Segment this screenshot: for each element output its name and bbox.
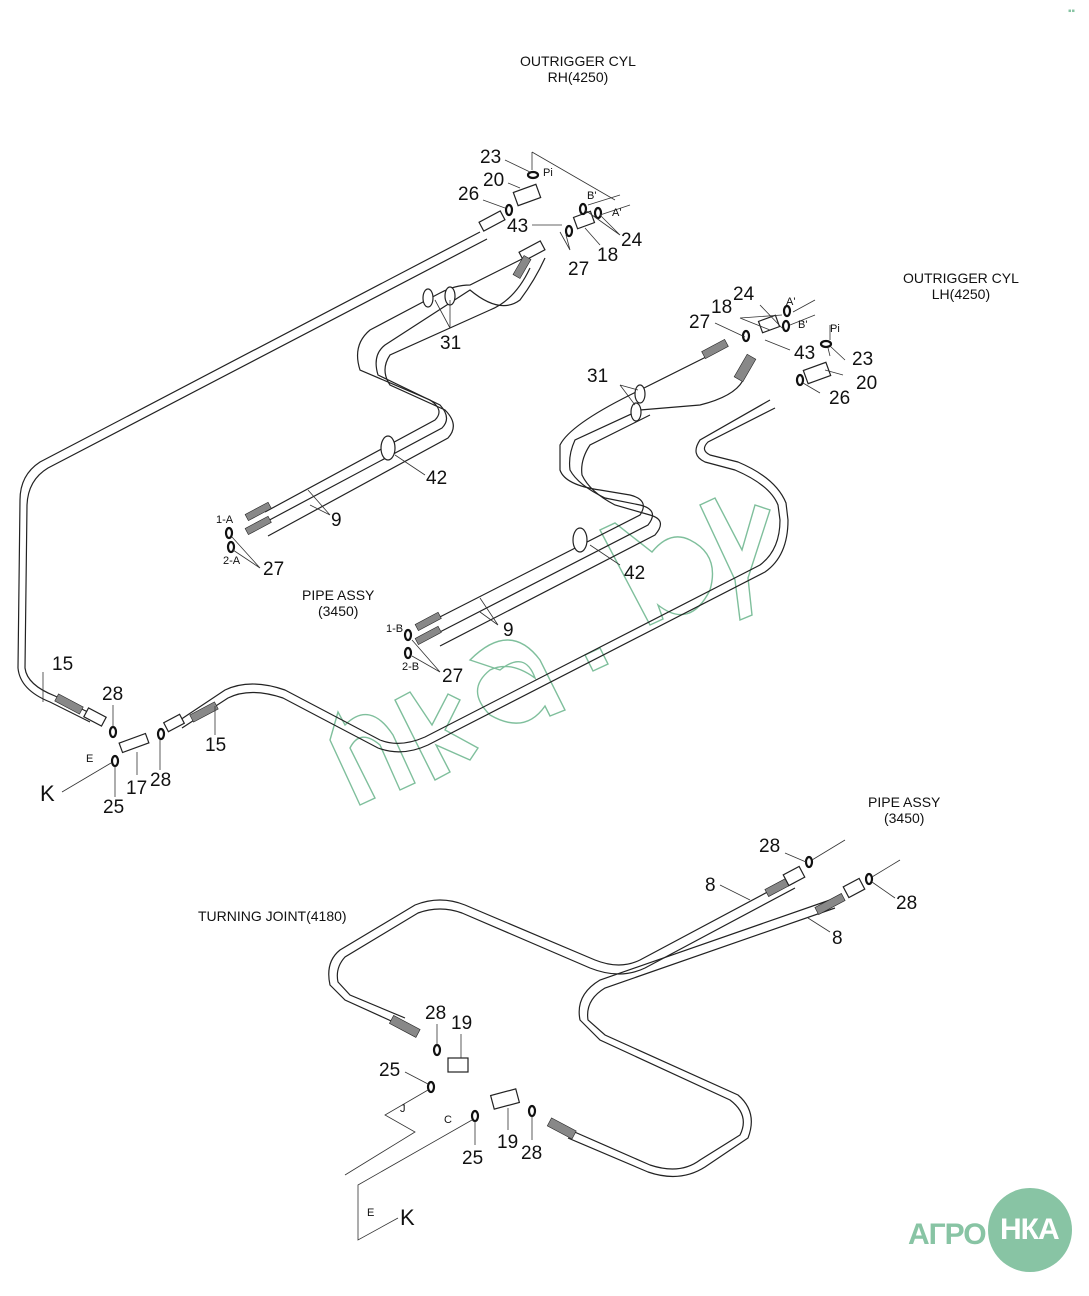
label-43: 43 xyxy=(794,343,816,364)
logo-circle: НКА xyxy=(988,1188,1072,1272)
pipe-rh-upper-3 xyxy=(267,267,531,537)
label-23: 23 xyxy=(852,349,874,370)
label-19: 19 xyxy=(497,1132,519,1153)
corner-mark-icon: ▪▪ xyxy=(1068,6,1076,17)
hose-15-right xyxy=(179,399,781,744)
port-b-rh: B' xyxy=(587,190,597,202)
clamps xyxy=(380,286,646,553)
port-pi-rh: Pi xyxy=(543,167,553,179)
agronka-logo: АГРО НКА xyxy=(908,1188,1073,1278)
pipe-lh-lower-2 xyxy=(435,374,746,635)
port-1a: 1-A xyxy=(216,514,234,526)
label-15: 15 xyxy=(205,735,227,756)
fittings xyxy=(54,183,866,1140)
label-8: 8 xyxy=(832,928,843,949)
o-rings xyxy=(108,170,874,1123)
hose-15-left xyxy=(17,231,481,723)
port-j: J xyxy=(400,1103,406,1115)
title-line: PIPE ASSY xyxy=(868,794,941,810)
label-31: 31 xyxy=(587,366,609,387)
label-18: 18 xyxy=(711,297,733,318)
title-line: TURNING JOINT(4180) xyxy=(198,908,347,924)
label-42: 42 xyxy=(426,468,448,489)
title-pipe-assy-lower: PIPE ASSY (3450) xyxy=(868,794,940,826)
title-pipe-assy-upper: PIPE ASSY (3450) xyxy=(302,587,374,619)
port-2b: 2-B xyxy=(402,661,420,673)
pipe-rh-upper-2 xyxy=(261,257,546,525)
hose-15-right-inner xyxy=(181,407,789,753)
pipe-lh-lower-3 xyxy=(439,414,661,647)
label-23: 23 xyxy=(480,147,502,168)
hose-15-left-inner xyxy=(24,238,488,715)
label-k: K xyxy=(400,1205,415,1230)
title-line: OUTRIGGER CYL xyxy=(520,53,636,69)
title-turning-joint: TURNING JOINT(4180) xyxy=(198,908,347,924)
label-9: 9 xyxy=(503,620,514,641)
port-e: E xyxy=(86,753,94,765)
title-outrigger-rh: OUTRIGGER CYL RH(4250) xyxy=(520,53,636,85)
label-17: 17 xyxy=(126,778,148,799)
label-28: 28 xyxy=(425,1003,447,1024)
label-43: 43 xyxy=(507,216,529,237)
label-9: 9 xyxy=(331,510,342,531)
title-line: RH(4250) xyxy=(547,69,609,86)
label-28: 28 xyxy=(759,836,781,857)
hose-8-upper-loop xyxy=(328,879,791,1026)
port-a-lh: A' xyxy=(786,296,796,308)
pipe-rh-upper xyxy=(264,249,541,513)
title-outrigger-lh: OUTRIGGER CYL LH(4250) xyxy=(903,270,1019,302)
title-line: OUTRIGGER CYL xyxy=(903,270,1019,286)
label-27: 27 xyxy=(442,666,464,687)
label-24: 24 xyxy=(621,230,643,251)
label-25: 25 xyxy=(103,797,125,818)
label-26: 26 xyxy=(458,184,480,205)
label-19: 19 xyxy=(451,1013,473,1034)
title-line: (3450) xyxy=(317,603,359,620)
label-28: 28 xyxy=(102,684,124,705)
title-line: LH(4250) xyxy=(931,286,991,303)
leader-lines xyxy=(42,151,901,1241)
label-8: 8 xyxy=(705,875,716,896)
hose-8-lower-loop-2 xyxy=(567,907,836,1178)
label-28: 28 xyxy=(150,770,172,791)
label-15: 15 xyxy=(52,654,74,675)
port-1b: 1-B xyxy=(386,623,404,635)
port-a-rh: A' xyxy=(612,207,622,219)
label-k: K xyxy=(40,781,55,806)
label-20: 20 xyxy=(856,373,878,394)
port-pi-lh: Pi xyxy=(830,323,840,335)
port-2a: 2-A xyxy=(223,555,241,567)
pipe-lh-lower xyxy=(429,349,721,623)
label-20: 20 xyxy=(483,170,505,191)
label-26: 26 xyxy=(829,388,851,409)
label-31: 31 xyxy=(440,333,462,354)
label-42: 42 xyxy=(624,563,646,584)
watermark-nka-by xyxy=(329,497,771,806)
title-line: (3450) xyxy=(883,810,925,827)
label-27: 27 xyxy=(263,559,285,580)
label-27: 27 xyxy=(568,259,590,280)
label-18: 18 xyxy=(597,245,619,266)
port-e: E xyxy=(367,1207,375,1219)
hose-8-upper-loop-2 xyxy=(336,887,796,1019)
label-28: 28 xyxy=(521,1143,543,1164)
label-25: 25 xyxy=(379,1060,401,1081)
label-28: 28 xyxy=(896,893,918,914)
title-line: PIPE ASSY xyxy=(302,587,375,603)
label-27: 27 xyxy=(689,312,711,333)
label-25: 25 xyxy=(462,1148,484,1169)
logo-text-left: АГРО xyxy=(908,1218,987,1251)
label-24: 24 xyxy=(733,284,755,305)
port-c: C xyxy=(444,1114,452,1126)
port-b-lh: B' xyxy=(798,319,808,331)
hose-8-lower-loop xyxy=(569,899,831,1170)
logo-text-right: НКА xyxy=(1000,1213,1060,1246)
